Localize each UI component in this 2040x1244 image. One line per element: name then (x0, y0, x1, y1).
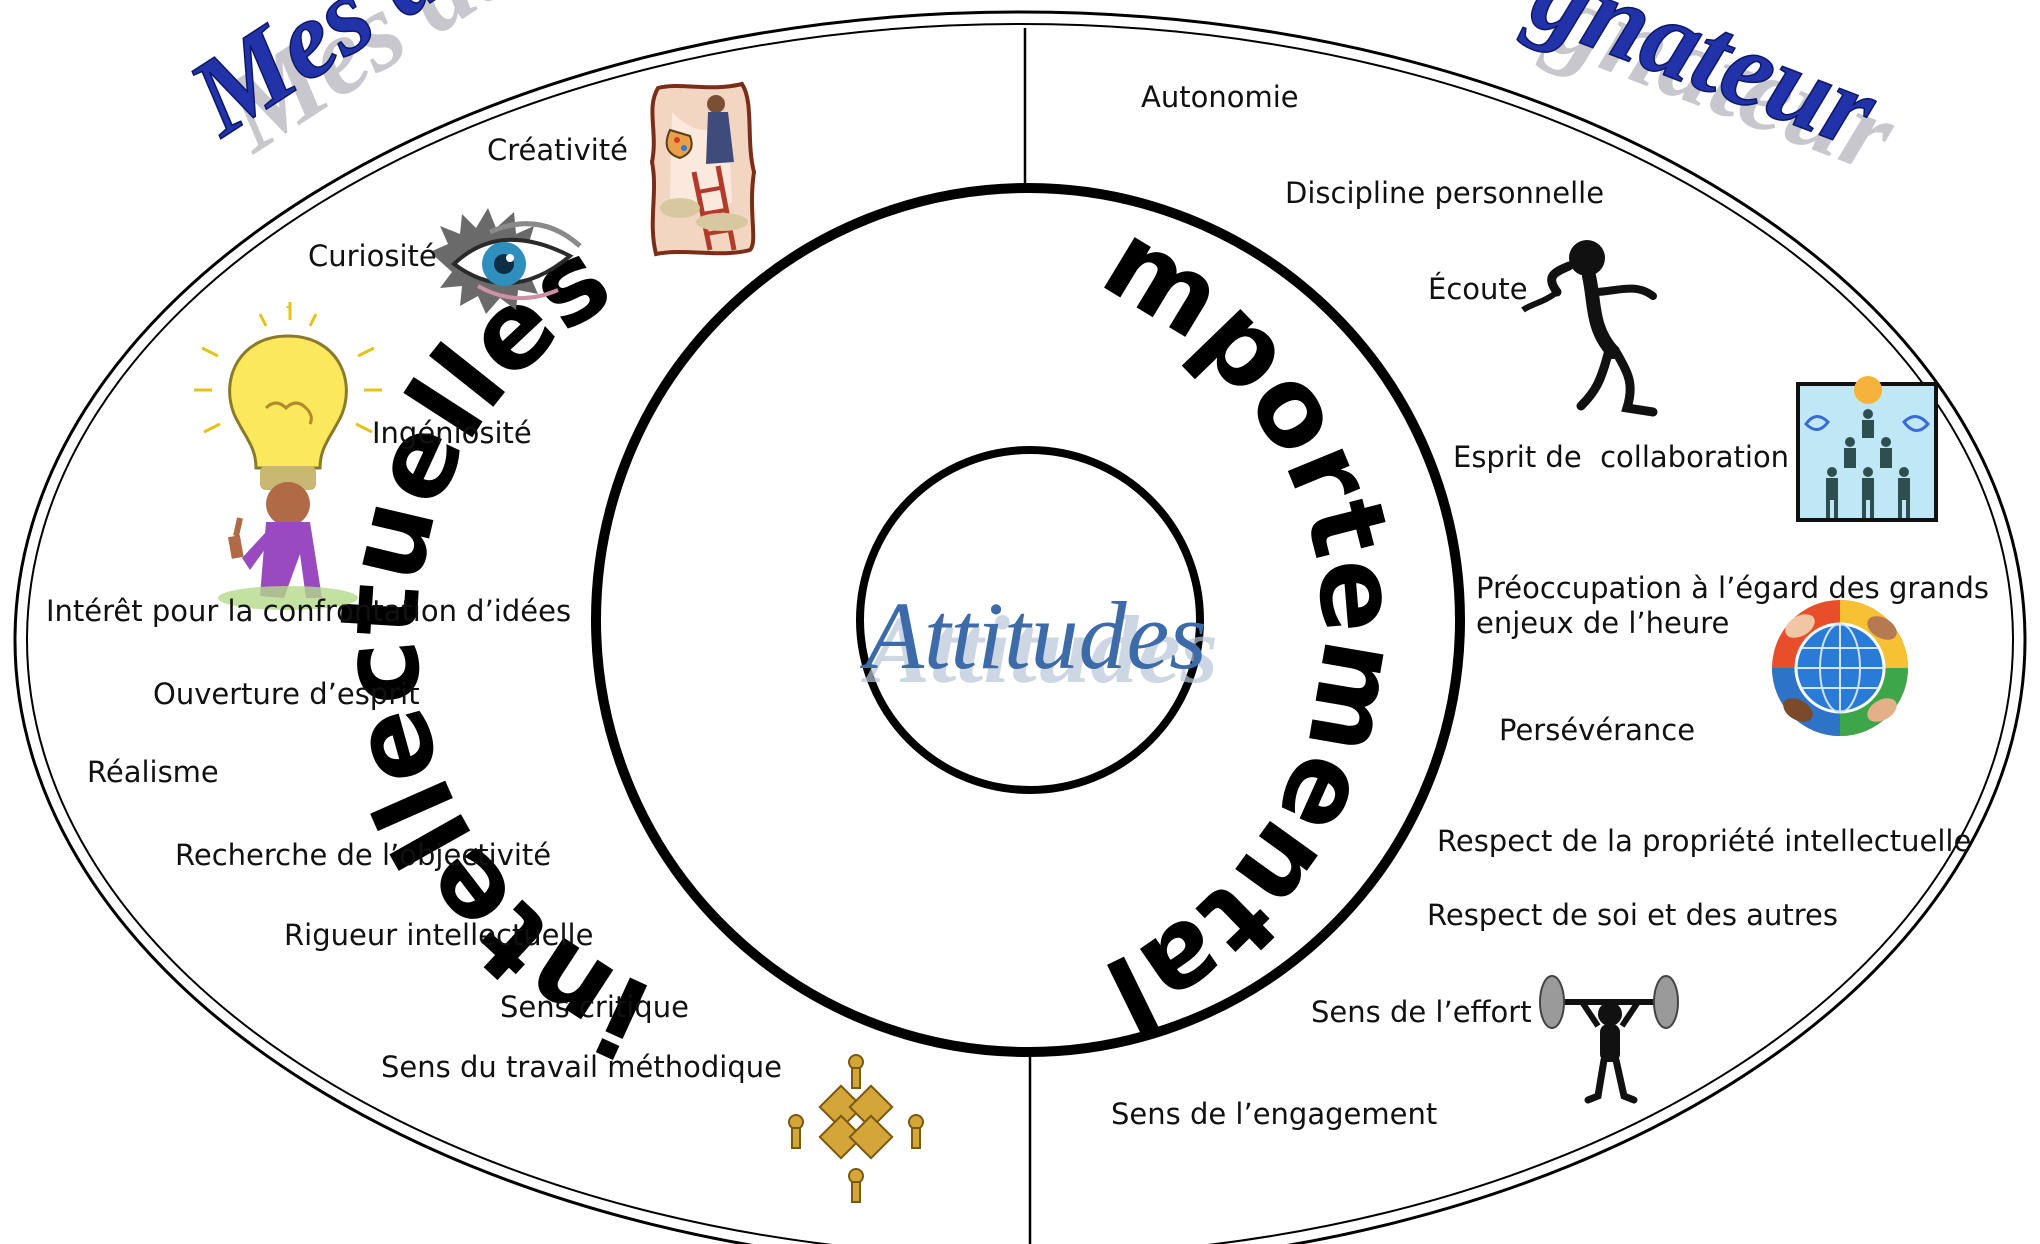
right-item-respect-soi: Respect de soi et des autres (1427, 898, 1838, 932)
left-item-realisme: Réalisme (87, 755, 219, 789)
left-item-creativite: Créativité (487, 133, 629, 167)
left-item-curiosite: Curiosité (308, 239, 437, 273)
outer-ellipse (13, 10, 2027, 1244)
left-item-ouverture: Ouverture d’esprit (153, 677, 420, 711)
right-item-perseverance: Persévérance (1499, 713, 1696, 747)
right-item-propriete: Respect de la propriété intellectuelle (1437, 824, 1972, 858)
left-item-travail-methodique: Sens du travail méthodique (381, 1050, 782, 1084)
human-pyramid-icon (1796, 376, 1938, 522)
right-item-collaboration: Esprit de collaboration (1453, 440, 1790, 474)
center-word: Attitudes (859, 582, 1206, 689)
globe-hands-icon (1772, 600, 1908, 736)
gold-puzzle-figures-icon (788, 1054, 924, 1203)
right-item-discipline: Discipline personnelle (1285, 176, 1605, 210)
left-item-rigueur: Rigueur intellectuelle (284, 918, 594, 952)
left-item-sens-critique: Sens critique (500, 990, 689, 1024)
painter-on-ladder-icon (649, 81, 757, 257)
title-right: gnateur (1514, 0, 1894, 173)
svg-text:gnateur: gnateur (1515, 0, 1894, 172)
right-item-preoccupation: Préoccupation à l’égard des grands enjeu… (1476, 571, 1989, 640)
right-item-effort: Sens de l’effort (1311, 995, 1532, 1029)
lightbulb-person-icon (194, 302, 382, 610)
outer-ellipse-inner-line (26, 23, 2014, 1244)
right-item-engagement: Sens de l’engagement (1111, 1097, 1438, 1131)
left-item-objectivite: Recherche de l’objectivité (175, 838, 552, 872)
left-item-ingeniosite: Ingéniosité (372, 416, 532, 450)
inner-ring (856, 446, 1204, 794)
right-item-ecoute: Écoute (1428, 272, 1528, 306)
weightlifter-icon (1539, 975, 1679, 1104)
eye-icon (430, 208, 582, 314)
right-item-autonomie: Autonomie (1141, 80, 1299, 114)
left-item-confrontation: Intérêt pour la confrontation d’idées (46, 594, 572, 628)
center-word-shadow: Attitudes (861, 596, 1218, 703)
stick-figure-listening-icon (1521, 240, 1658, 417)
